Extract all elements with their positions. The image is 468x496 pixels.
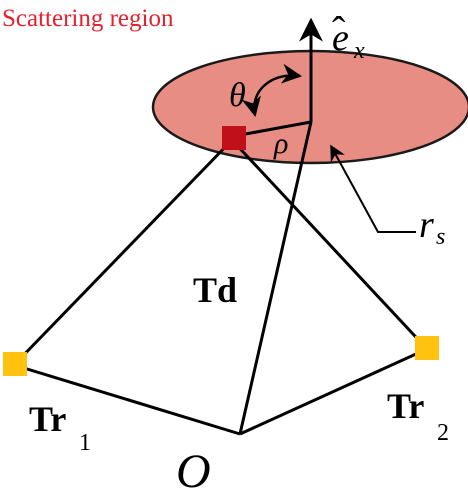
line-scatterer-to-tr2 — [230, 138, 429, 351]
rs-leader-arrow — [330, 144, 416, 233]
rs-label-base: r — [419, 204, 434, 246]
scattering-region-title: Scattering region — [2, 5, 174, 32]
tr2-label-base: Tr — [387, 386, 424, 426]
line-tr2-to-origin — [239, 347, 428, 436]
rho-line — [239, 120, 312, 137]
td-label: Td — [193, 270, 237, 310]
tr2-marker — [415, 336, 439, 360]
rs-label-sub: s — [436, 224, 445, 250]
line-scatterer-to-tr1 — [12, 138, 234, 367]
line-td-to-origin — [238, 121, 313, 435]
ex-label-base: e — [332, 17, 349, 59]
ex-hat: ˆ — [332, 8, 346, 53]
theta-arc — [241, 63, 302, 117]
scatterer-marker — [222, 126, 246, 150]
rho-label: ρ — [273, 127, 288, 160]
line-tr1-to-origin — [13, 363, 241, 436]
origin-label: O — [176, 445, 211, 496]
tr2-label-sub: 2 — [437, 420, 449, 446]
theta-label: θ — [229, 77, 246, 114]
tr1-label-base: Tr — [29, 399, 66, 439]
ex-label-sub: x — [353, 38, 365, 64]
tr1-marker — [3, 352, 27, 376]
tr1-label-sub: 1 — [79, 430, 91, 456]
